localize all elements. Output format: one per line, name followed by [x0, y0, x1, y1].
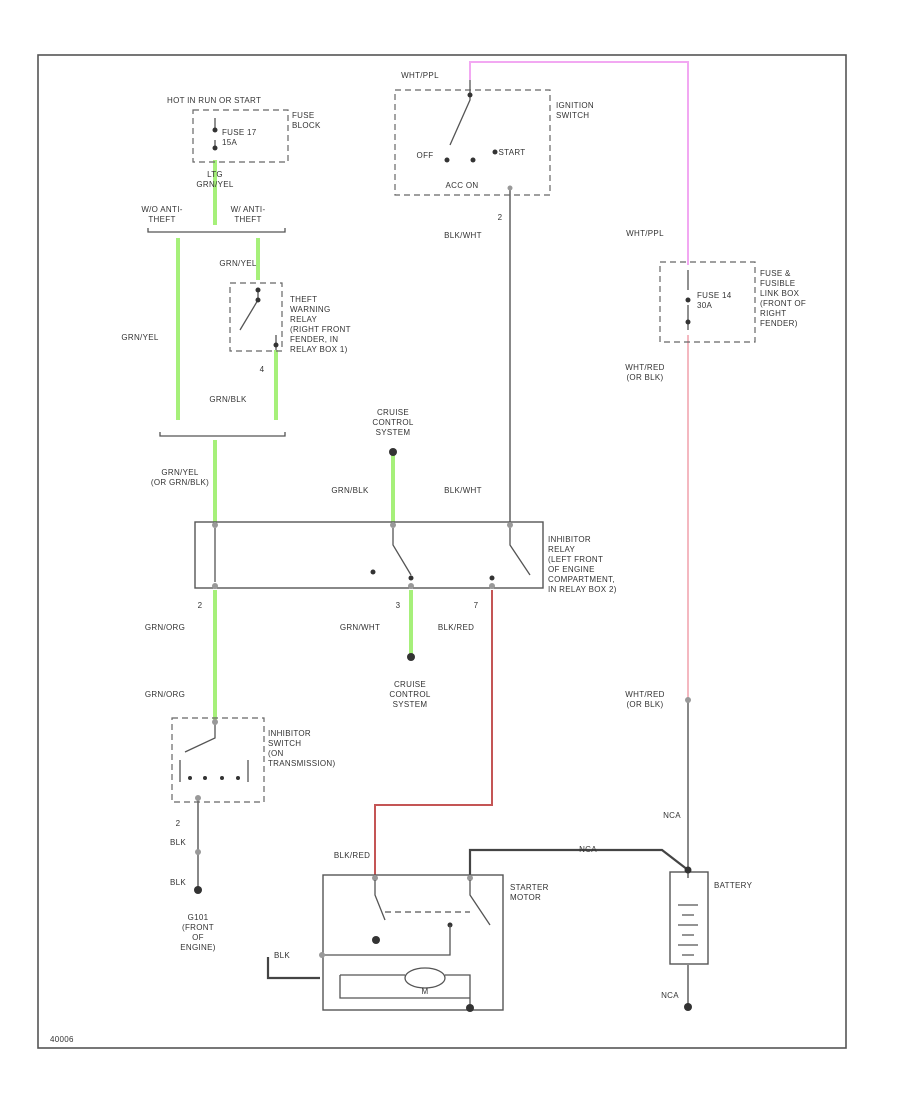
label-grn-org-2: GRN/ORG [145, 690, 185, 699]
label-auto-trans: W/O ANTI-THEFT [141, 205, 182, 224]
junction-bracket-mid [159, 432, 286, 437]
cruise-top-terminal [389, 448, 397, 456]
label-battery: BATTERY [714, 881, 753, 890]
wire-battery-starter [468, 848, 689, 876]
label-corner: 40006 [50, 1035, 74, 1044]
label-hot-in: HOT IN RUN OR START [167, 96, 261, 105]
battery-cells [678, 904, 698, 956]
diagram-frame [37, 54, 847, 1049]
label-grn-blk-1: GRN/BLK [209, 395, 247, 404]
label-grn-org-1: GRN/ORG [145, 623, 185, 632]
label-start: START [499, 148, 526, 157]
battery-box [669, 871, 709, 965]
label-m: M [422, 987, 429, 996]
cruise-bottom-terminal [407, 653, 415, 661]
label-pin7: 7 [474, 601, 479, 610]
label-anti-theft: W/ ANTI-THEFT [231, 205, 266, 224]
motor-symbol [404, 967, 446, 989]
label-grn-yel-2: GRN/YEL [121, 333, 158, 342]
label-blk-red-2: BLK/RED [334, 851, 370, 860]
theft-relay-box [229, 282, 283, 352]
label-pin3: 3 [396, 601, 401, 610]
label-grn-wht: GRN/WHT [340, 623, 380, 632]
label-acc-on: ACC ON [446, 181, 479, 190]
label-blk-wht-2: BLK/WHT [444, 486, 482, 495]
label-blk-wht-1: BLK/WHT [444, 231, 482, 240]
wire-wht-ppl [469, 61, 689, 265]
fuse-link-box [659, 261, 756, 343]
starter-motor-box [322, 874, 504, 1011]
label-off: OFF [417, 151, 434, 160]
label-hot-ppl-1: WHT/PPL [401, 71, 439, 80]
label-pin2-ign: 2 [498, 213, 503, 222]
label-nca-2: NCA [579, 845, 597, 854]
label-blk-1: BLK [170, 838, 186, 847]
fuse-block-box [192, 109, 289, 163]
label-blk-2: BLK [170, 878, 186, 887]
inhibitor-relay-box [194, 521, 544, 589]
label-blk-tag: BLK [274, 951, 290, 960]
label-grn-yel-1: GRN/YEL [219, 259, 256, 268]
battery-ground-terminal [684, 1003, 692, 1011]
ground-terminal [194, 886, 202, 894]
ignition-switch-box [394, 89, 551, 196]
label-wht-red-2: WHT/RED(OR BLK) [625, 690, 664, 709]
label-pin4: 4 [260, 365, 265, 374]
label-pin2-left: 2 [198, 601, 203, 610]
label-pin2-bot: 2 [176, 819, 181, 828]
label-grn-blk-2: GRN/BLK [331, 486, 369, 495]
label-hot-ppl-2: WHT/PPL [626, 229, 664, 238]
wire-blk-red [374, 590, 493, 876]
inhibitor-switch-box [171, 717, 265, 803]
label-nca-1: NCA [663, 811, 681, 820]
label-wht-red-1: WHT/RED(OR BLK) [625, 363, 664, 382]
label-grn-yel-or: GRN/YEL(OR GRN/BLK) [151, 468, 209, 487]
junction-bracket-top [147, 228, 286, 233]
label-nca-3: NCA [661, 991, 679, 1000]
label-blk-red-1: BLK/RED [438, 623, 474, 632]
